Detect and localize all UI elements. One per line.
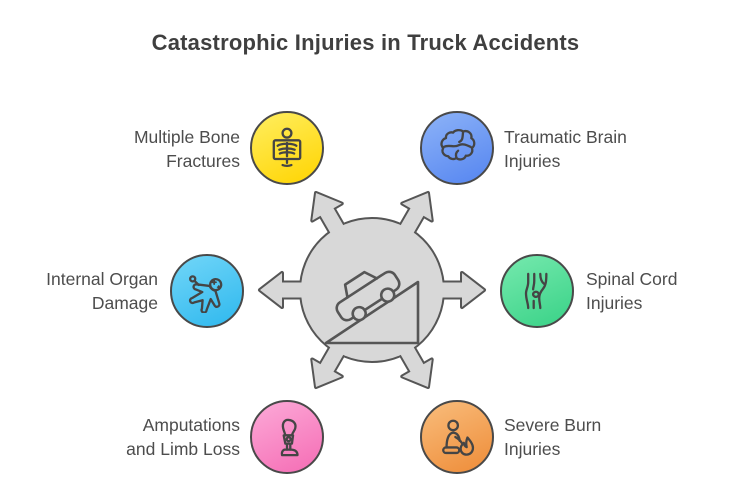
label-amputations-limb-loss: Amputations and Limb Loss: [126, 415, 240, 459]
badge-internal-organ-damage: [170, 254, 244, 328]
label-multiple-bone-fractures: Multiple Bone Fractures: [133, 127, 240, 171]
badge-traumatic-brain-injuries: [420, 111, 494, 185]
label-traumatic-brain-injuries: Traumatic Brain Injuries: [504, 127, 627, 171]
label-internal-organ-damage: Internal Organ Damage: [46, 269, 158, 313]
badge-severe-burn-injuries: [420, 400, 494, 474]
badge-amputations-limb-loss: [250, 400, 324, 474]
prosthetic-leg-icon: [280, 418, 299, 457]
car-downhill-accident-icon: [258, 182, 486, 398]
car-on-slope-glyph: [324, 270, 420, 345]
page-title: Catastrophic Injuries in Truck Accidents: [151, 30, 580, 55]
voodoo-doll-icon: [188, 275, 223, 313]
badge-spinal-cord-injuries: [500, 254, 574, 328]
burn-person-icon: [442, 419, 475, 456]
knee-joint-icon: [524, 272, 548, 310]
label-spinal-cord-injuries: Spinal Cord Injuries: [586, 269, 678, 313]
badge-multiple-bone-fractures: [250, 111, 324, 185]
brain-icon: [440, 129, 476, 161]
xray-icon: [272, 127, 302, 168]
label-severe-burn-injuries: Severe Burn Injuries: [504, 415, 602, 459]
